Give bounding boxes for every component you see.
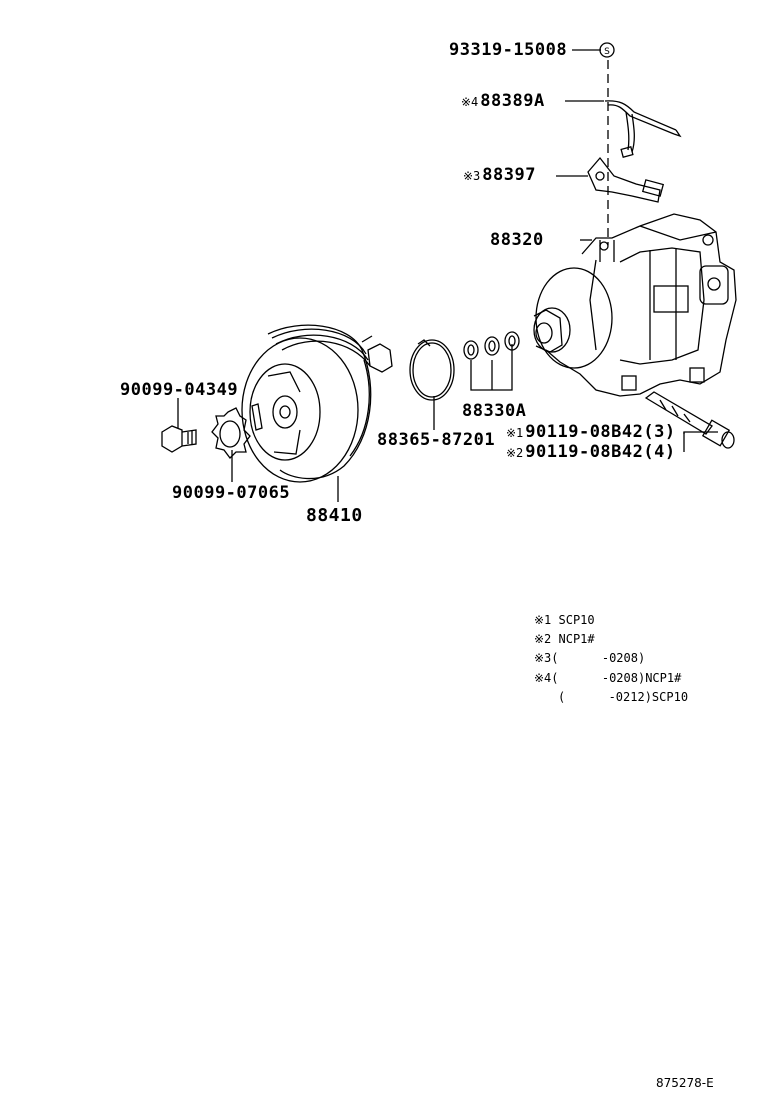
s-symbol-circle bbox=[599, 42, 615, 58]
leader-90119 bbox=[683, 431, 718, 434]
part-label-88410: 88410 bbox=[306, 505, 363, 526]
note-mark: ※1 bbox=[534, 613, 552, 627]
part-label-90099-07065: 90099-07065 bbox=[172, 483, 291, 503]
note-mark: ※2 bbox=[534, 632, 552, 646]
bracket-88397-drawing bbox=[587, 156, 665, 203]
note-text: NCP1# bbox=[551, 632, 595, 646]
note-line-1: ※1 SCP10 bbox=[534, 614, 595, 626]
note-line-3: ※3( -0208) bbox=[534, 652, 645, 664]
part-label-88365-87201: 88365-87201 bbox=[377, 430, 496, 450]
bolt-90119-drawing bbox=[644, 391, 735, 449]
note-text: ( -0212)SCP10 bbox=[558, 690, 689, 704]
note-mark: ※3 bbox=[463, 169, 481, 183]
part-label-88320: 88320 bbox=[490, 230, 544, 250]
s-symbol-letter: S bbox=[604, 47, 610, 57]
note-line-2: ※2 NCP1# bbox=[534, 633, 595, 645]
note-text: ( -0208)NCP1# bbox=[551, 671, 682, 685]
note-mark: ※2 bbox=[506, 446, 524, 460]
note-text: SCP10 bbox=[551, 613, 595, 627]
bolt-90099-04349-drawing bbox=[161, 425, 197, 453]
note-mark: ※4 bbox=[461, 95, 479, 109]
compressor-88320-drawing bbox=[533, 213, 737, 397]
sensor-88389a-drawing bbox=[604, 100, 682, 158]
part-number: 88389A bbox=[480, 91, 545, 111]
pulley-88410-drawing bbox=[241, 324, 393, 483]
part-number: 88397 bbox=[482, 165, 536, 185]
part-label-88330a: 88330A bbox=[462, 401, 527, 421]
part-label-93319-15008: 93319-15008 bbox=[449, 40, 568, 60]
note-mark: ※1 bbox=[506, 426, 524, 440]
part-number: 90119-08B42(4) bbox=[525, 442, 676, 462]
note-mark: ※3 bbox=[534, 651, 552, 665]
part-label-90099-04349: 90099-04349 bbox=[120, 380, 239, 400]
rings-88330a-drawing bbox=[463, 331, 520, 360]
snap-ring-88365-drawing bbox=[409, 339, 455, 401]
note-line-4: ※4( -0208)NCP1# bbox=[534, 672, 681, 684]
note-text: ( -0208) bbox=[551, 651, 646, 665]
washer-90099-07065-drawing bbox=[211, 407, 251, 459]
part-number: 90119-08B42(3) bbox=[525, 422, 676, 442]
note-mark: ※4 bbox=[534, 671, 552, 685]
note-line-5: ( -0212)SCP10 bbox=[558, 691, 688, 703]
diagram-code: 875278-E bbox=[656, 1076, 714, 1090]
